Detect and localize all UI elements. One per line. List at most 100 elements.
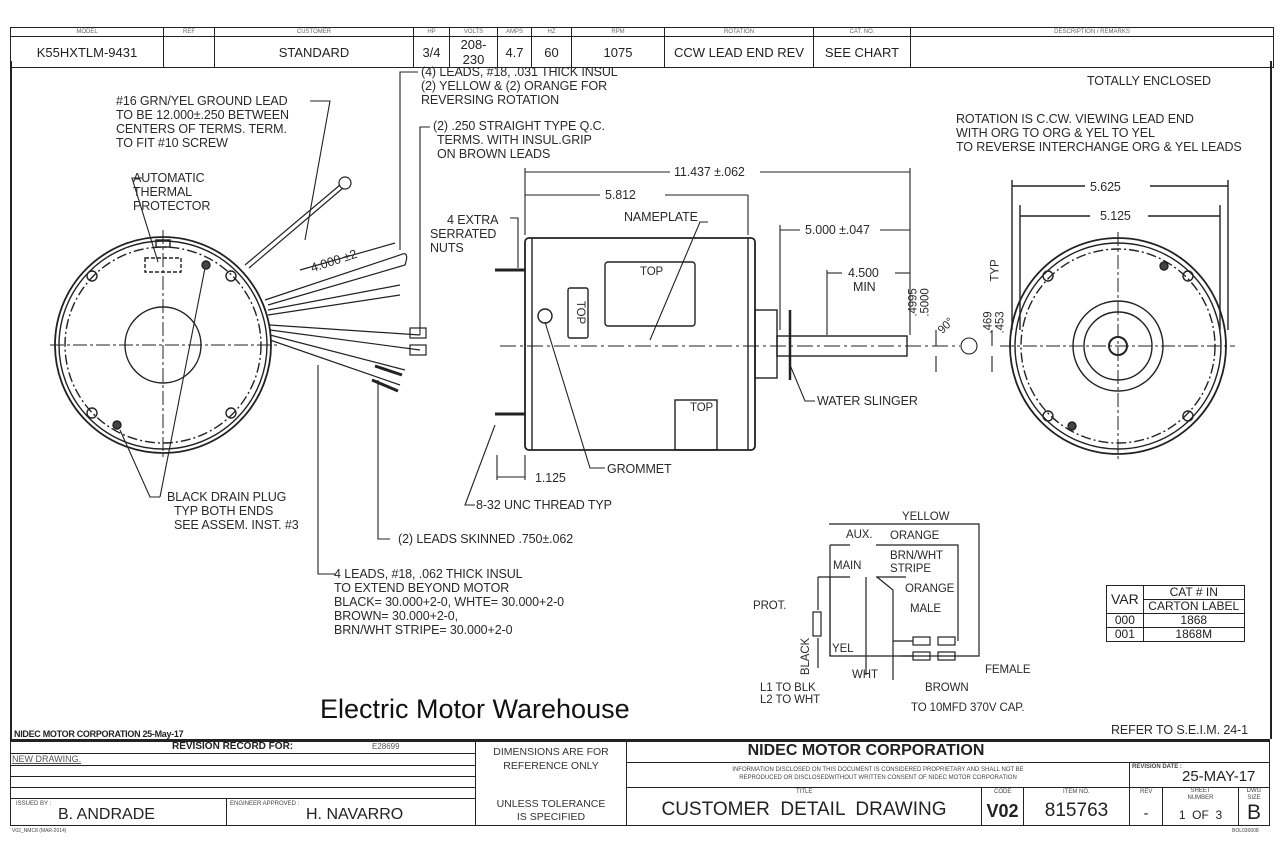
note-refer: REFER TO S.E.I.M. 24-1 (1111, 723, 1248, 737)
dim-shaft-extension: 5.000 ±.047 (805, 223, 870, 237)
note-leads-062-5: BRN/WHT STRIPE= 30.000+2-0 (334, 623, 513, 637)
value-rotation: CCW LEAD END REV (664, 36, 814, 68)
dimension-lines (464, 168, 993, 506)
rev-label: REV (1140, 789, 1153, 795)
engineer-approved-label: ENGINEER APPROVED : (230, 801, 300, 807)
footer-corp-date: NIDEC MOTOR CORPORATION 25-May-17 (14, 729, 184, 739)
value-ref (163, 36, 215, 68)
engineer-approved-name: H. NAVARRO (306, 806, 404, 823)
note-rotation-3: TO REVERSE INTERCHANGE ORG & YEL LEADS (956, 140, 1242, 154)
tolerance-note-line1: UNLESS TOLERANCE (496, 798, 606, 810)
note-serrated-2: SERRATED (430, 227, 497, 241)
size-label-line1: DWG (1246, 788, 1262, 794)
revision-date-label: REVISION DATE : (1132, 764, 1182, 770)
watermark-text: Electric Motor Warehouse (320, 694, 630, 724)
note-thermal-2: THERMAL (133, 185, 193, 199)
dim-flat-min-label: MIN (853, 280, 876, 294)
cat-header-1: CAT # IN (1142, 585, 1245, 600)
issued-by-label: ISSUED BY : (16, 801, 52, 807)
dimensions-note-line1: DIMENSIONS ARE FOR (493, 746, 609, 758)
code-label: CODE (994, 789, 1012, 795)
drawing-size: B (1246, 801, 1261, 824)
tolerance-note-line2: IS SPECIFIED (516, 811, 586, 823)
sheet-number: 1 OF 3 (1178, 808, 1223, 822)
value-hz: 60 (531, 36, 572, 68)
note-drain-1: BLACK DRAIN PLUG (167, 490, 287, 504)
disclaimer-line1: INFORMATION DISCLOSED ON THIS DOCUMENT I… (732, 767, 1024, 773)
dim-shaft-dia-2: .5000 (919, 288, 932, 317)
revision-date: 25-MAY-17 (1182, 768, 1256, 785)
note-qc-1: (2) .250 STRAIGHT TYPE Q.C. (433, 119, 605, 133)
note-leads-031-3: REVERSING ROTATION (421, 93, 560, 107)
issued-by-name: B. ANDRADE (58, 806, 155, 823)
wire-prot: PROT. (753, 600, 787, 612)
note-thermal-3: PROTECTOR (133, 199, 211, 213)
value-model: K55HXTLM-9431 (10, 36, 164, 68)
wire-wht: WHT (852, 669, 878, 681)
revision-line-1: NEW DRAWING. (12, 754, 82, 764)
drawing-frame (10, 61, 1272, 739)
label-top-box: TOP (690, 402, 714, 414)
wire-l2: L2 TO WHT (760, 694, 821, 706)
dim-flat-min-value: 4.500 (848, 266, 879, 280)
shaft-end-view (1000, 180, 1235, 460)
note-drain-3: SEE ASSEM. INST. #3 (174, 518, 299, 532)
company-name: NIDEC MOTOR CORPORATION (747, 742, 985, 759)
disclaimer: INFORMATION DISCLOSED ON THIS DOCUMENT I… (626, 766, 1130, 782)
wire-orange: ORANGE (890, 530, 940, 542)
revision-record-id: E28699 (372, 742, 400, 751)
note-leads-062-1: 4 LEADS, #18, .062 THICK INSUL (334, 567, 523, 581)
sheet-label: SHEET NUMBER (1162, 788, 1239, 802)
value-customer: STANDARD (214, 36, 414, 68)
wire-l1: L1 TO BLK (760, 682, 816, 694)
dim-inner-diameter: 5.125 (1100, 209, 1131, 223)
dim-flat-2: .453 (994, 311, 1007, 334)
label-grommet: GROMMET (607, 462, 672, 476)
drawing-title: CUSTOMER DETAIL DRAWING (661, 799, 947, 820)
table-row: 001 1868M (1106, 627, 1245, 642)
var-header: VAR (1106, 585, 1144, 614)
lead-wires (244, 176, 427, 393)
value-description (910, 36, 1274, 68)
dim-typ: TYP (989, 259, 1002, 282)
item-number: 815763 (1044, 800, 1109, 821)
label-top-vertical: TOP (574, 300, 587, 325)
note-serrated-3: NUTS (430, 241, 464, 255)
var-cell: 000 (1106, 613, 1144, 628)
note-qc-3: ON BROWN LEADS (437, 147, 551, 161)
cat-header-2: CARTON LABEL (1142, 599, 1245, 614)
dimensions-note: DIMENSIONS ARE FOR REFERENCE ONLY (475, 745, 627, 773)
spec-header-table: MODEL REF CUSTOMER HP VOLTS AMPS HZ RPM … (10, 27, 1274, 68)
size-label-line2: SIZE (1247, 795, 1261, 801)
code-value: V02 (986, 801, 1019, 821)
note-ground-2: TO BE 12.000±.250 BETWEEN (116, 108, 289, 122)
wire-black: BLACK (800, 637, 813, 676)
sheet-label-line2: NUMBER (1187, 795, 1214, 801)
cat-cell: 1868M (1142, 627, 1245, 642)
note-leads-062-2: TO EXTEND BEYOND MOTOR (334, 581, 510, 595)
wire-male: MALE (910, 603, 941, 615)
item-label: ITEM NO. (1063, 789, 1090, 795)
dimensions-note-line2: REFERENCE ONLY (503, 760, 599, 772)
dim-overall-length: 11.437 ±.062 (674, 165, 745, 179)
wire-main: MAIN (833, 560, 862, 572)
table-row: 000 1868 (1106, 613, 1245, 628)
value-rpm: 1075 (571, 36, 665, 68)
side-view (495, 237, 960, 451)
label-nameplate: NAMEPLATE (624, 210, 698, 224)
note-serrated-1: 4 EXTRA (447, 213, 499, 227)
note-ground-4: TO FIT #10 SCREW (116, 136, 228, 150)
title-label: TITLE (796, 789, 813, 795)
wire-brn-wht-2: STRIPE (890, 563, 931, 575)
disclaimer-line2: REPRODUCED OR DISCLOSEDWITHOUT WRITTEN C… (739, 775, 1017, 781)
form-id: V02_NMC8 (MAR-2014) (12, 828, 67, 834)
wiring-schematic (812, 523, 980, 680)
label-thread: 8-32 UNC THREAD TYP (476, 498, 612, 512)
dim-stud-length: 1.125 (535, 471, 566, 485)
var-cell: 001 (1106, 627, 1144, 642)
wire-cap: TO 10MFD 370V CAP. (911, 702, 1025, 714)
size-label: DWG SIZE (1238, 788, 1270, 802)
cat-cell: 1868 (1142, 613, 1245, 628)
doc-code: BOL030008 (1232, 828, 1259, 834)
